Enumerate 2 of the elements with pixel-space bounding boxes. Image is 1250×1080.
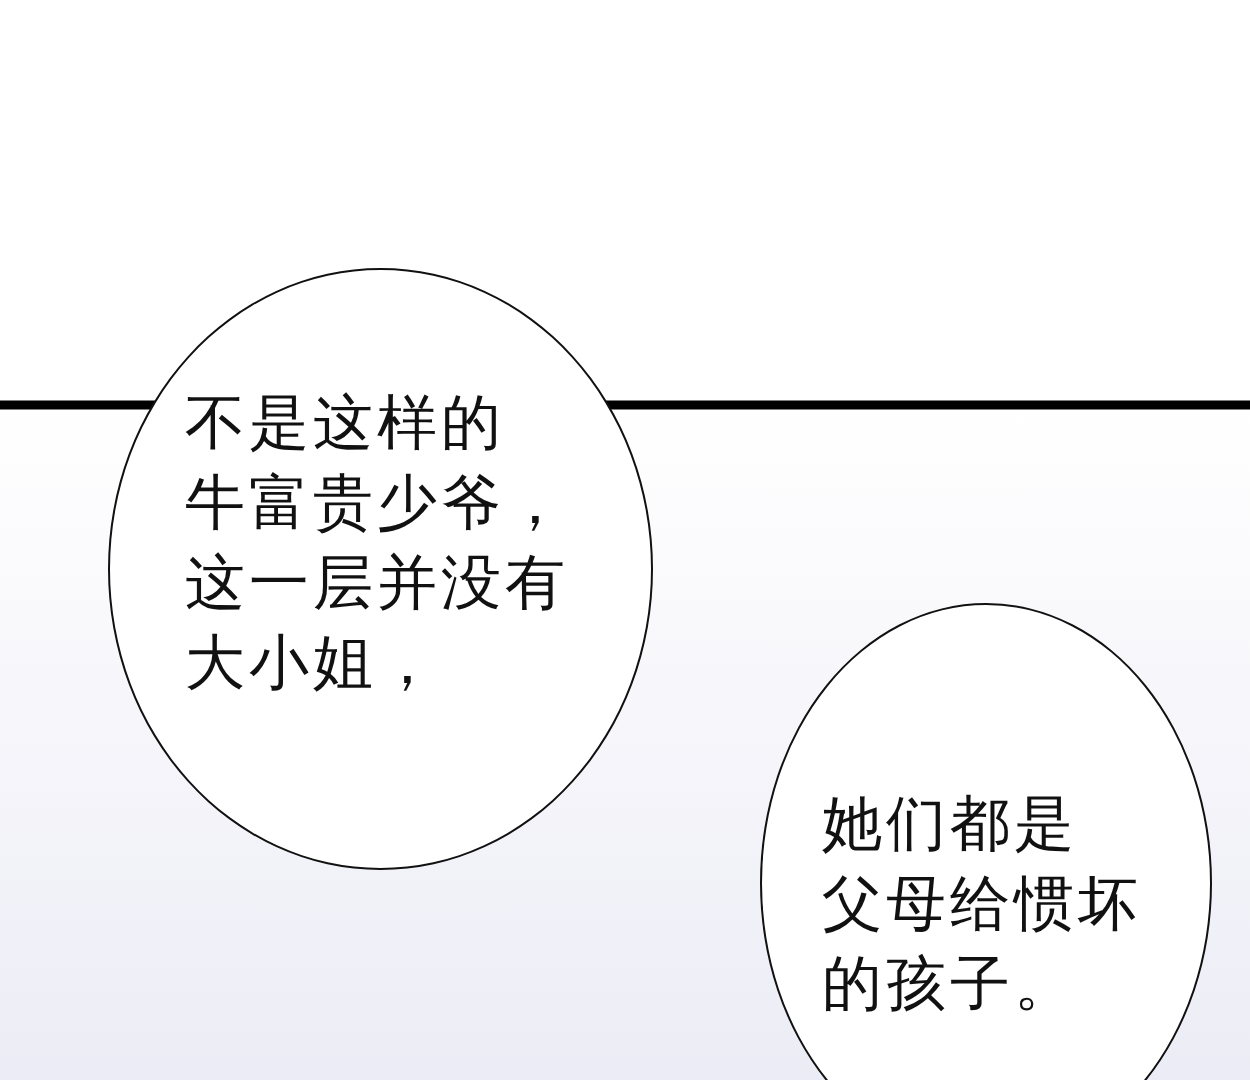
speech-text: 她们都是父母给惯坏的孩子。 [822, 787, 1142, 1020]
speech-text: 不是这样的牛富贵少爷，这一层并没有大小姐， [185, 386, 569, 699]
